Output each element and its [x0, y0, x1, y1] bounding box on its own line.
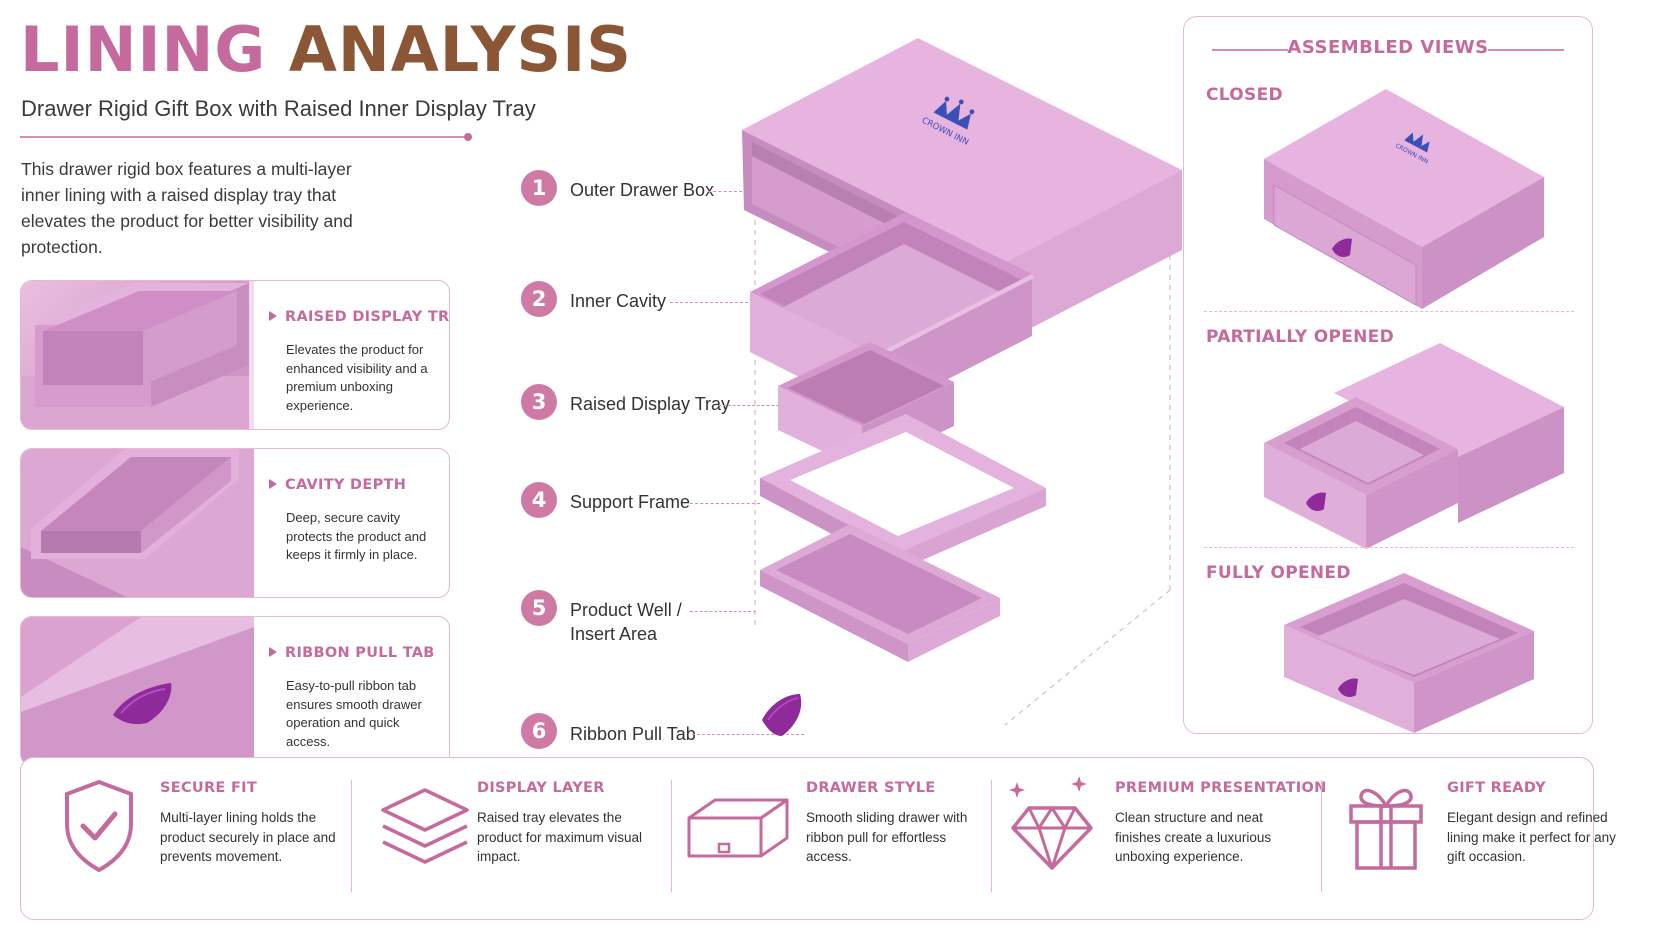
- raised-tray-arrow-icon: [269, 311, 277, 321]
- ribbon-pull-tab: [762, 694, 802, 736]
- cavity-depth-text: Deep, secure cavity protects the product…: [286, 510, 427, 562]
- callout-1-leader: [708, 191, 768, 192]
- callout-6-leader: [692, 734, 804, 735]
- closed-box-image: CROWN INN: [1264, 89, 1544, 309]
- ribbon-tab-photo: [21, 617, 254, 765]
- view-label-fully-opened: FULLY OPENED: [1206, 563, 1351, 583]
- benefit-divider-2: [671, 780, 672, 892]
- drawer-style-text: Smooth sliding drawer with ribbon pull f…: [806, 810, 968, 864]
- raised-tray-photo: [21, 281, 254, 429]
- partially-opened-box-image: [1264, 343, 1564, 549]
- raised-tray-text: Elevates the product for enhanced visibi…: [286, 342, 428, 413]
- support-frame: [760, 414, 1046, 570]
- view-label-partially-opened: PARTIALLY OPENED: [1206, 327, 1394, 347]
- callout-4-number: 4: [521, 482, 557, 518]
- view-separator-2: [1204, 547, 1574, 548]
- product-well-insert: [760, 524, 1000, 662]
- exploded-view-diagram: CROWN INN: [742, 38, 1182, 736]
- display-layer-text: Raised tray elevates the product for max…: [477, 810, 643, 864]
- cavity-depth-title: CAVITY DEPTH: [285, 477, 407, 493]
- gift-ready-text: Elegant design and refined lining make i…: [1447, 810, 1616, 864]
- benefits-panel: SECURE FIT Multi-layer lining holds the …: [20, 757, 1616, 920]
- callout-1-number: 1: [521, 170, 557, 206]
- diamond-icon: [1009, 776, 1093, 870]
- callout-1-label: Outer Drawer Box: [570, 180, 715, 200]
- gift-icon: [1349, 788, 1423, 870]
- fully-opened-box-image: [1284, 573, 1534, 733]
- ribbon-tab-title: RIBBON PULL TAB: [285, 645, 435, 661]
- display-layer-title: DISPLAY LAYER: [477, 780, 605, 796]
- callout-3-leader: [718, 405, 784, 406]
- cavity-depth-photo: [21, 449, 254, 597]
- callout-5-label: Product Well / Insert Area: [570, 600, 682, 644]
- callout-2-label: Inner Cavity: [570, 291, 667, 311]
- inner-cavity-tray: [750, 212, 1034, 416]
- drawer-box-icon: [687, 798, 789, 858]
- callout-2-number: 2: [521, 281, 557, 317]
- benefit-gift-ready: GIFT READY Elegant design and refined li…: [1321, 758, 1616, 919]
- benefit-divider-4: [1321, 780, 1322, 892]
- benefit-secure-fit: SECURE FIT Multi-layer lining holds the …: [21, 758, 351, 919]
- page-title: LINING ANALYSIS: [20, 14, 632, 86]
- benefit-drawer-style: DRAWER STYLE Smooth sliding drawer with …: [671, 758, 991, 919]
- callout-3-number: 3: [521, 384, 557, 420]
- callout-5-leader: [690, 611, 756, 612]
- assembled-views-title: ASSEMBLED VIEWS: [1287, 37, 1489, 58]
- view-label-closed: CLOSED: [1206, 85, 1283, 105]
- drawer-style-title: DRAWER STYLE: [806, 780, 936, 796]
- raised-tray-title: RAISED DISPLAY TRAY: [285, 309, 450, 325]
- ribbon-tab-text: Easy-to-pull ribbon tab ensures smooth d…: [286, 678, 422, 749]
- title-divider: [20, 133, 472, 141]
- cavity-depth-arrow-icon: [269, 479, 277, 489]
- premium-presentation-text: Clean structure and neat finishes create…: [1115, 810, 1272, 864]
- secure-fit-text: Multi-layer lining holds the product sec…: [160, 810, 336, 864]
- page-subtitle: Drawer Rigid Gift Box with Raised Inner …: [21, 96, 536, 121]
- shield-check-icon: [65, 779, 133, 873]
- assembled-views-panel: ASSEMBLED VIEWS CLOSED CROWN INN PARTIAL…: [1183, 16, 1593, 734]
- gift-ready-title: GIFT READY: [1447, 780, 1546, 796]
- assembled-title-rule-right: [1488, 49, 1564, 51]
- benefit-premium-presentation: PREMIUM PRESENTATION Clean structure and…: [991, 758, 1326, 919]
- premium-presentation-title: PREMIUM PRESENTATION: [1115, 780, 1327, 796]
- callout-2-leader: [670, 302, 758, 303]
- intro-paragraph: This drawer rigid box features a multi-l…: [21, 159, 353, 257]
- title-word-lining: LINING: [20, 13, 267, 86]
- callout-6-label: Ribbon Pull Tab: [570, 724, 696, 744]
- callout-6-number: 6: [521, 713, 557, 749]
- feature-card-cavity-depth: CAVITY DEPTH Deep, secure cavity protect…: [20, 448, 450, 598]
- secure-fit-title: SECURE FIT: [160, 780, 258, 796]
- layers-icon: [381, 788, 469, 864]
- ribbon-tab-arrow-icon: [269, 647, 277, 657]
- title-word-analysis: ANALYSIS: [288, 13, 632, 86]
- benefit-divider-3: [991, 780, 992, 892]
- feature-card-raised-tray: RAISED DISPLAY TRAY Elevates the product…: [20, 280, 450, 430]
- callout-4-leader: [690, 503, 760, 504]
- view-separator-1: [1204, 311, 1574, 312]
- benefit-divider-1: [351, 780, 352, 892]
- callout-4-label: Support Frame: [570, 492, 691, 512]
- callout-3-label: Raised Display Tray: [570, 394, 731, 414]
- benefit-display-layer: DISPLAY LAYER Raised tray elevates the p…: [351, 758, 671, 919]
- feature-card-ribbon-tab: RIBBON PULL TAB Easy-to-pull ribbon tab …: [20, 616, 450, 766]
- assembled-title-rule-left: [1212, 49, 1288, 51]
- callout-5-number: 5: [521, 590, 557, 626]
